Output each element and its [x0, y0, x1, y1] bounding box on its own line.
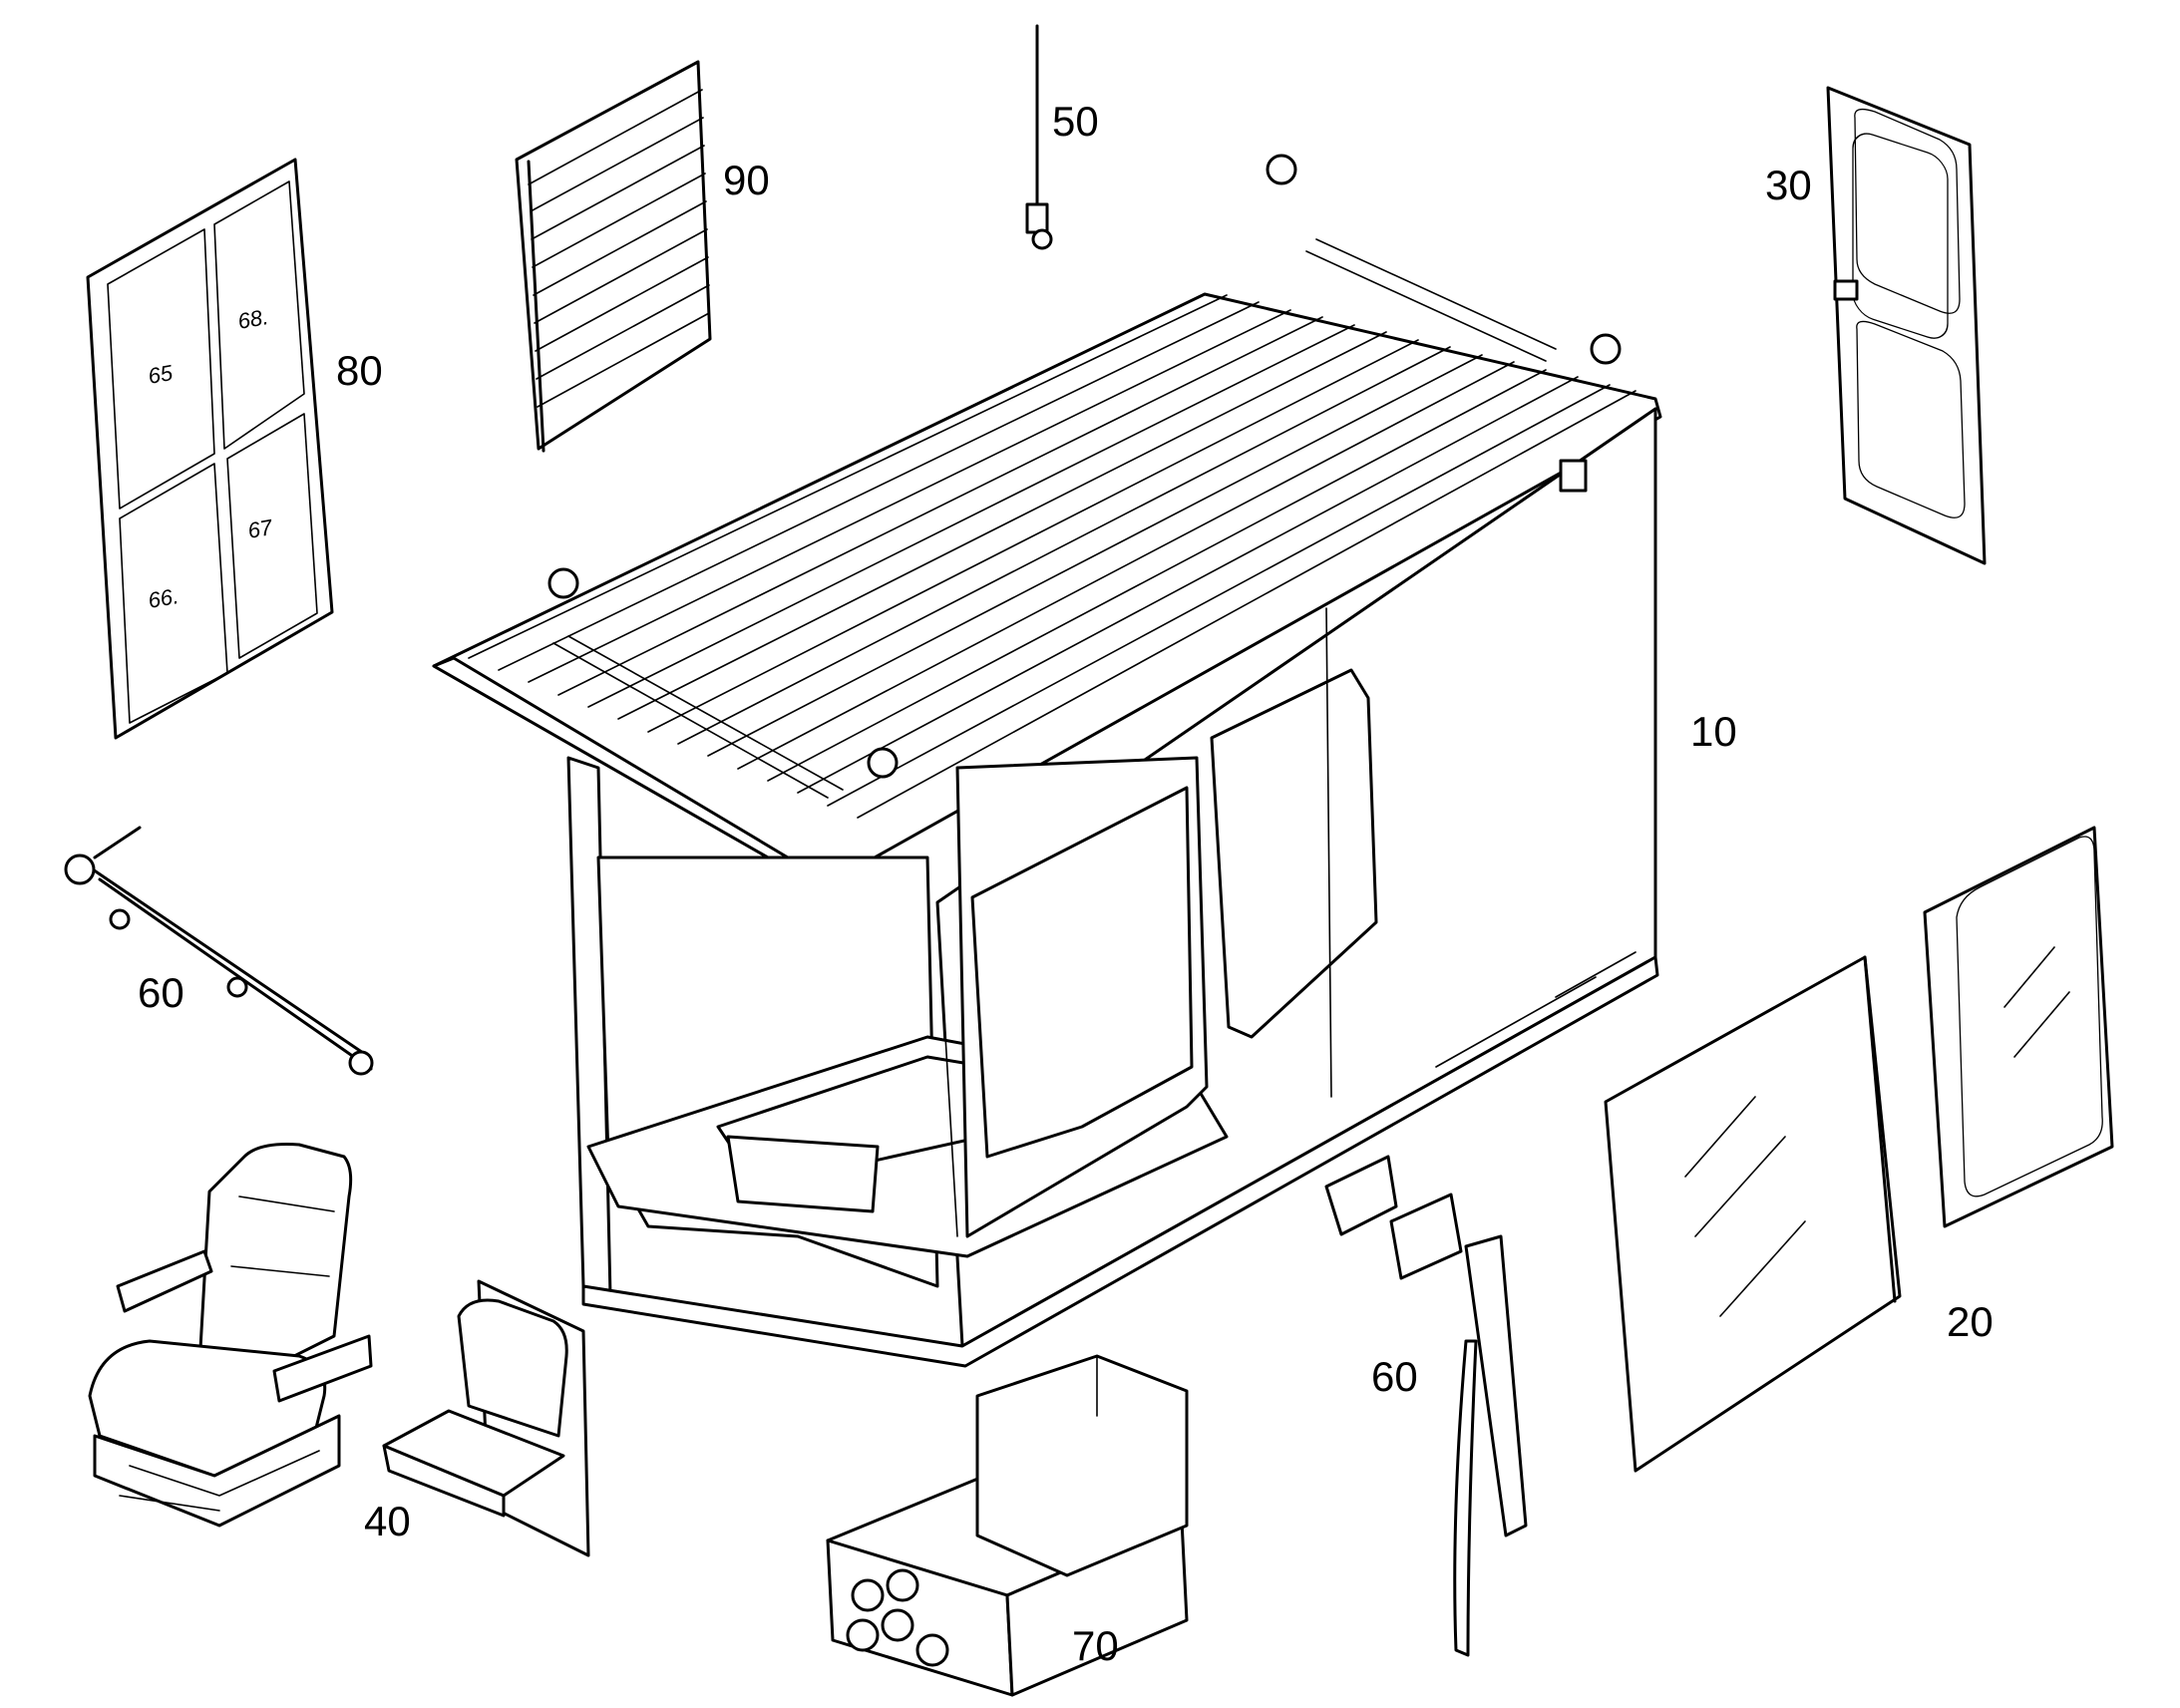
callout-40: 40 [364, 1498, 411, 1544]
panel-label-66: 66. [147, 583, 181, 613]
jump-seat-part-40 [382, 1279, 590, 1557]
handrail-part-60-left [64, 826, 374, 1076]
panel-label-67: 67 [246, 514, 275, 543]
door-part-30 [1826, 86, 1987, 565]
callout-10: 10 [1690, 708, 1737, 755]
hvac-unit-part-70 [826, 1354, 1189, 1697]
operator-seat [88, 1143, 373, 1528]
cab-body-part-10 [432, 154, 1662, 1368]
callout-70: 70 [1072, 1622, 1119, 1669]
roof-guard-part-90 [515, 60, 712, 453]
windshield-part [1604, 955, 1902, 1473]
panel-label-65: 65 [147, 360, 176, 389]
callout-50: 50 [1052, 98, 1099, 145]
window-panels-part-80: 65 68. 66. 67 [86, 158, 334, 740]
callout-20: 20 [1947, 1298, 1994, 1345]
side-window-part-20 [1923, 826, 2114, 1228]
callout-60-right: 60 [1371, 1353, 1418, 1400]
callout-30: 30 [1765, 162, 1812, 208]
callout-80: 80 [336, 347, 383, 394]
panel-label-68: 68. [236, 304, 270, 334]
callout-60-left: 60 [138, 969, 184, 1016]
callout-90: 90 [723, 157, 770, 203]
wiper-part-60-right [1324, 1155, 1528, 1657]
antenna-part-50 [1025, 24, 1053, 250]
